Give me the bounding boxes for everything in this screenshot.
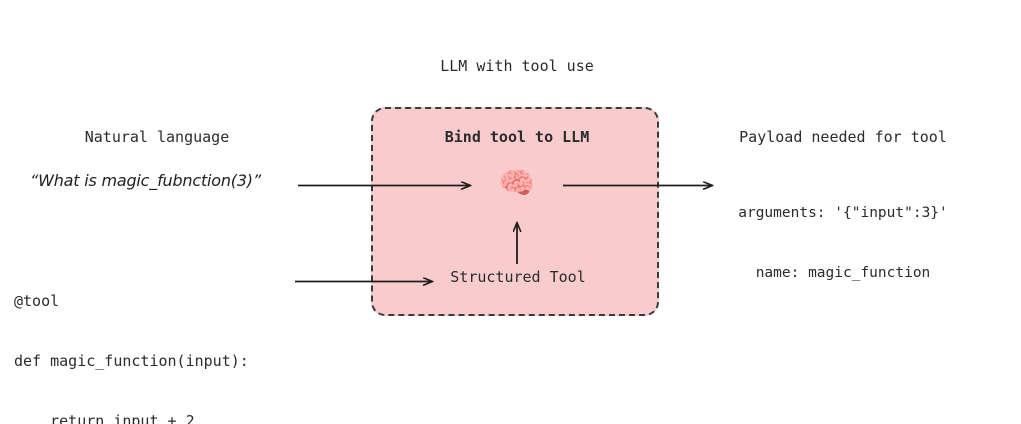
bind-tool-to-llm-label: Bind tool to LLM (444, 128, 590, 146)
structured-tool-label: Structured Tool (450, 268, 586, 286)
payload-name-line: name: magic_function (755, 265, 931, 281)
heading-natural-language: Natural language (84, 128, 230, 146)
diagram-title: LLM with tool use (440, 57, 594, 75)
payload-block: arguments: '{"input":3}' name: magic_fun… (738, 163, 948, 323)
payload-arguments-line: arguments: '{"input":3}' (738, 205, 948, 221)
code-line-return: return input + 2 (14, 412, 195, 424)
code-line-decorator: @tool (14, 292, 60, 310)
tool-code-block: @tool def magic_function(input): return … (14, 251, 249, 424)
code-line-def: def magic_function(input): (14, 352, 249, 370)
heading-payload-needed-for-tool: Payload needed for tool (739, 128, 947, 146)
natural-language-question: “What is magic_fubnction(3)” (30, 171, 261, 190)
brain-icon: 🧠 (498, 166, 536, 201)
